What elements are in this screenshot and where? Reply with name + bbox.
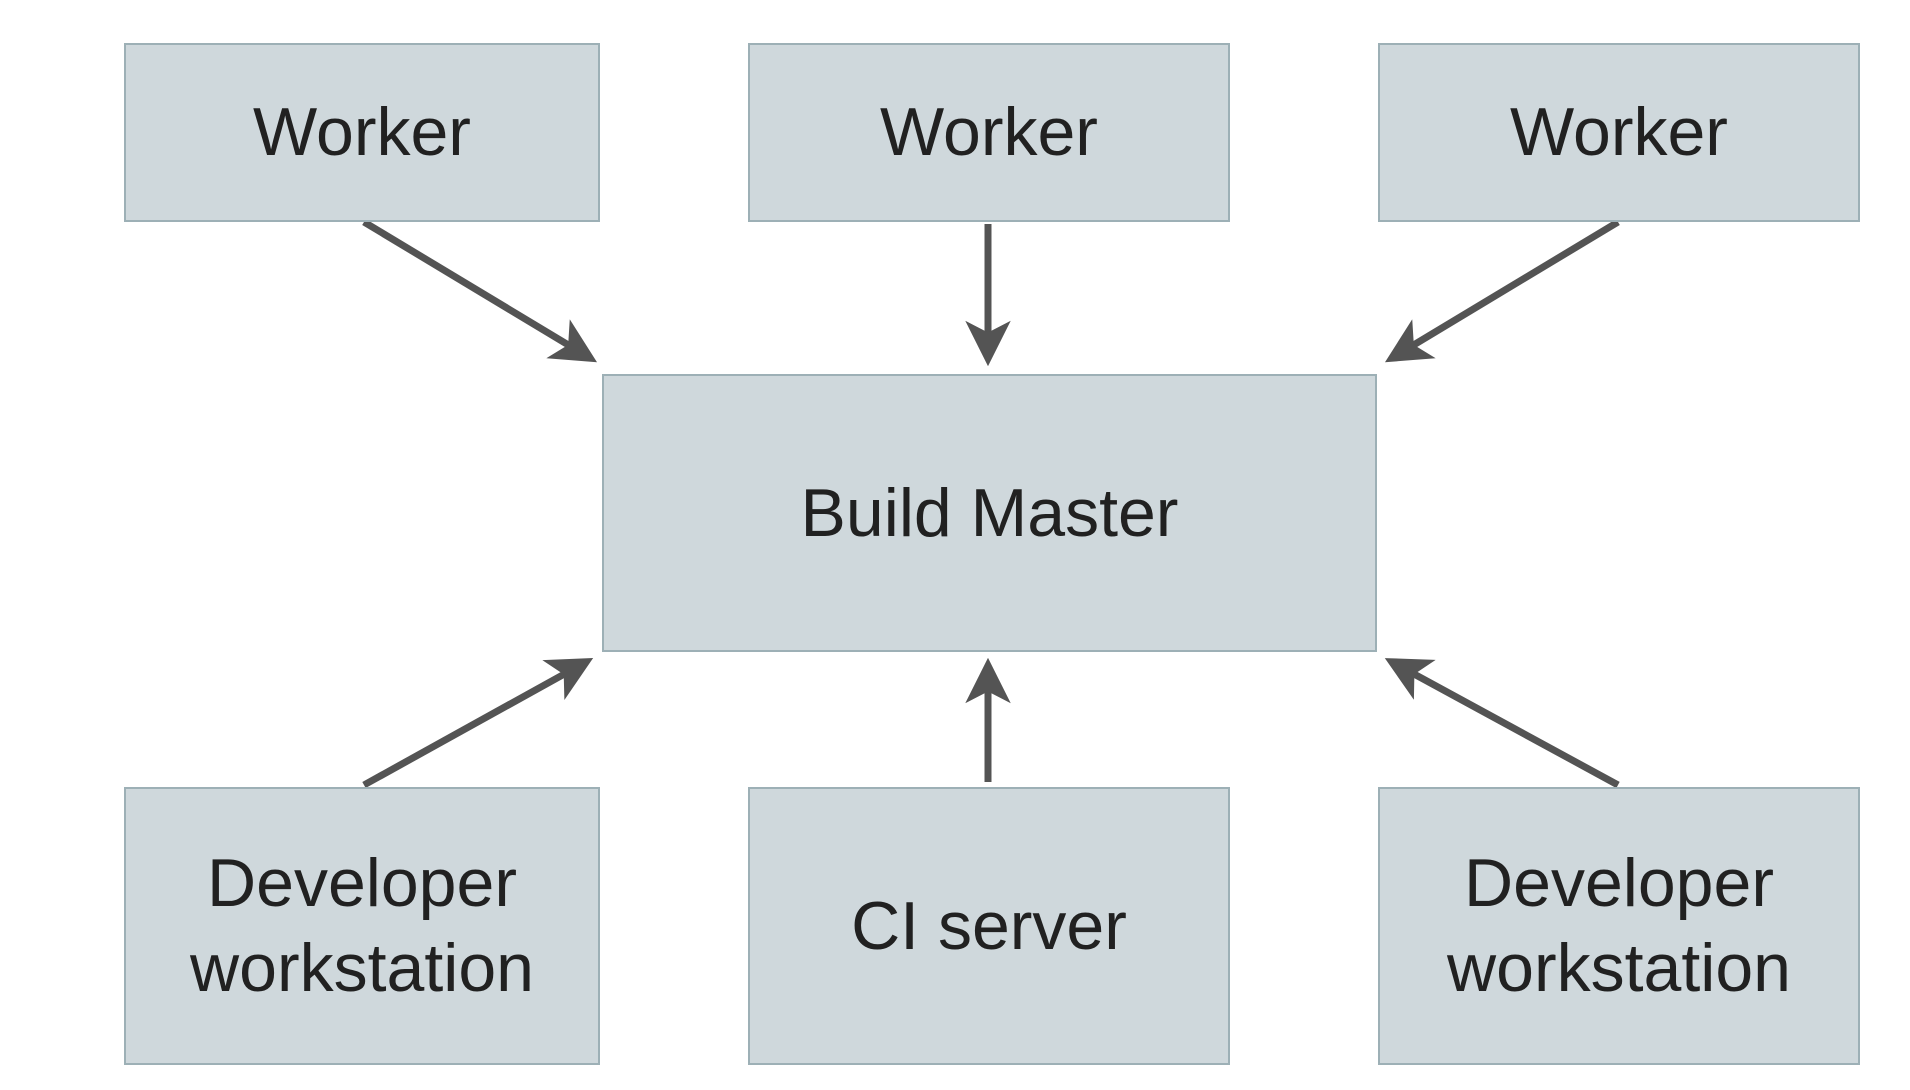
node-ci-server-label: CI server (851, 887, 1127, 964)
node-worker-2: Worker (748, 43, 1230, 222)
node-build-master-label: Build Master (800, 474, 1179, 551)
node-developer-workstation-2-label: Developer workstation (1447, 845, 1791, 1006)
node-developer-workstation-1-label: Developer workstation (190, 845, 534, 1006)
node-worker-2-label: Worker (880, 94, 1098, 170)
node-developer-workstation-1: Developer workstation (124, 787, 600, 1065)
node-developer-workstation-2: Developer workstation (1378, 787, 1860, 1065)
arrow-worker1-to-buildmaster (362, 219, 598, 363)
node-worker-3-label: Worker (1510, 94, 1728, 170)
node-worker-1: Worker (124, 43, 600, 222)
node-worker-3: Worker (1378, 43, 1860, 222)
arrow-devworkstation2-to-buildmaster (1384, 658, 1620, 789)
arrow-devworkstation1-to-buildmaster (362, 658, 594, 789)
node-worker-1-label: Worker (253, 94, 471, 170)
node-build-master: Build Master (602, 374, 1377, 652)
arrow-worker3-to-buildmaster (1384, 219, 1620, 363)
node-ci-server: CI server (748, 787, 1230, 1065)
